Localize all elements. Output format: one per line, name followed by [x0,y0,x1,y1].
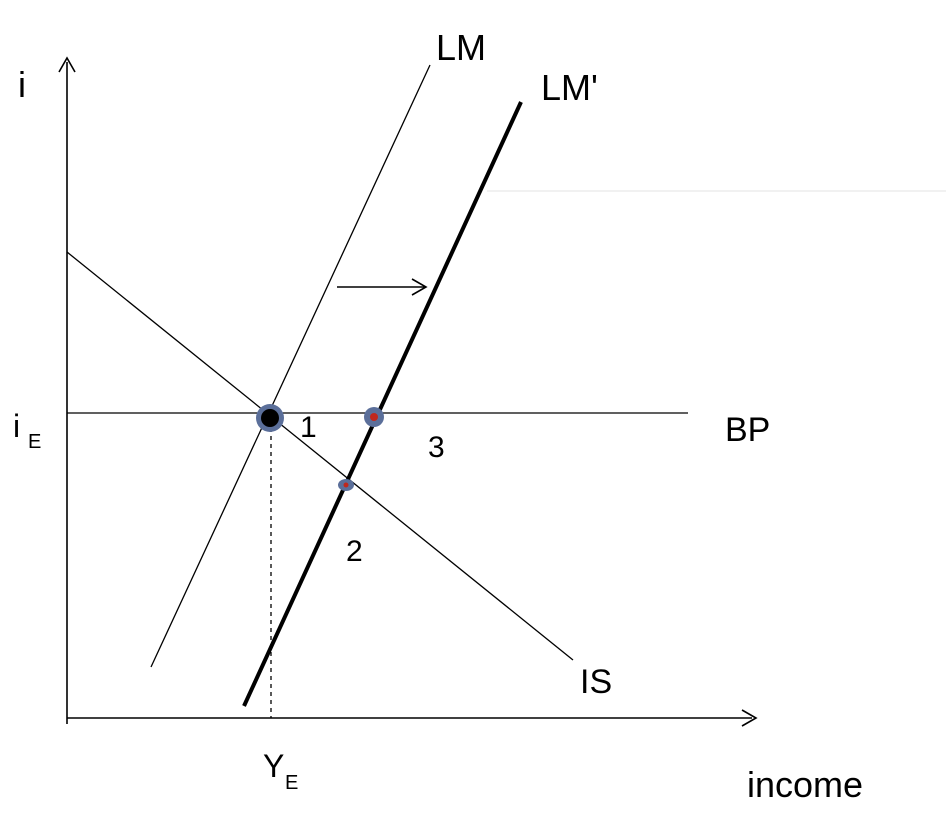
income-level-main: Y [263,748,284,784]
lm-prime-curve [242,101,523,707]
equilibrium-point-3-marker [364,407,384,427]
income-level-label: Y E [263,748,298,794]
point-label-1: 1 [300,411,317,444]
lm-label: LM [436,27,486,68]
x-axis-arrowhead [741,709,758,727]
lm-prime-label: LM' [541,67,598,108]
interest-level-sub: E [28,431,41,453]
bp-label: BP [725,411,770,449]
point-label-3: 3 [428,431,445,464]
x-axis [67,709,758,727]
y-axis-arrowhead [58,56,76,73]
y-axis-label: i [18,64,26,105]
income-level-sub: E [285,772,298,794]
is-label: IS [580,663,612,701]
point-label-2: 2 [346,535,363,568]
shift-arrow [337,278,428,296]
y-axis [58,56,76,724]
interest-level-label: i E [13,408,41,453]
equilibrium-point-1-marker [256,404,284,432]
is-curve [66,251,574,661]
lm-curve [150,64,431,668]
interest-level-main: i [13,408,20,444]
x-axis-label: income [747,764,863,805]
equilibrium-point-2-marker [338,479,354,491]
